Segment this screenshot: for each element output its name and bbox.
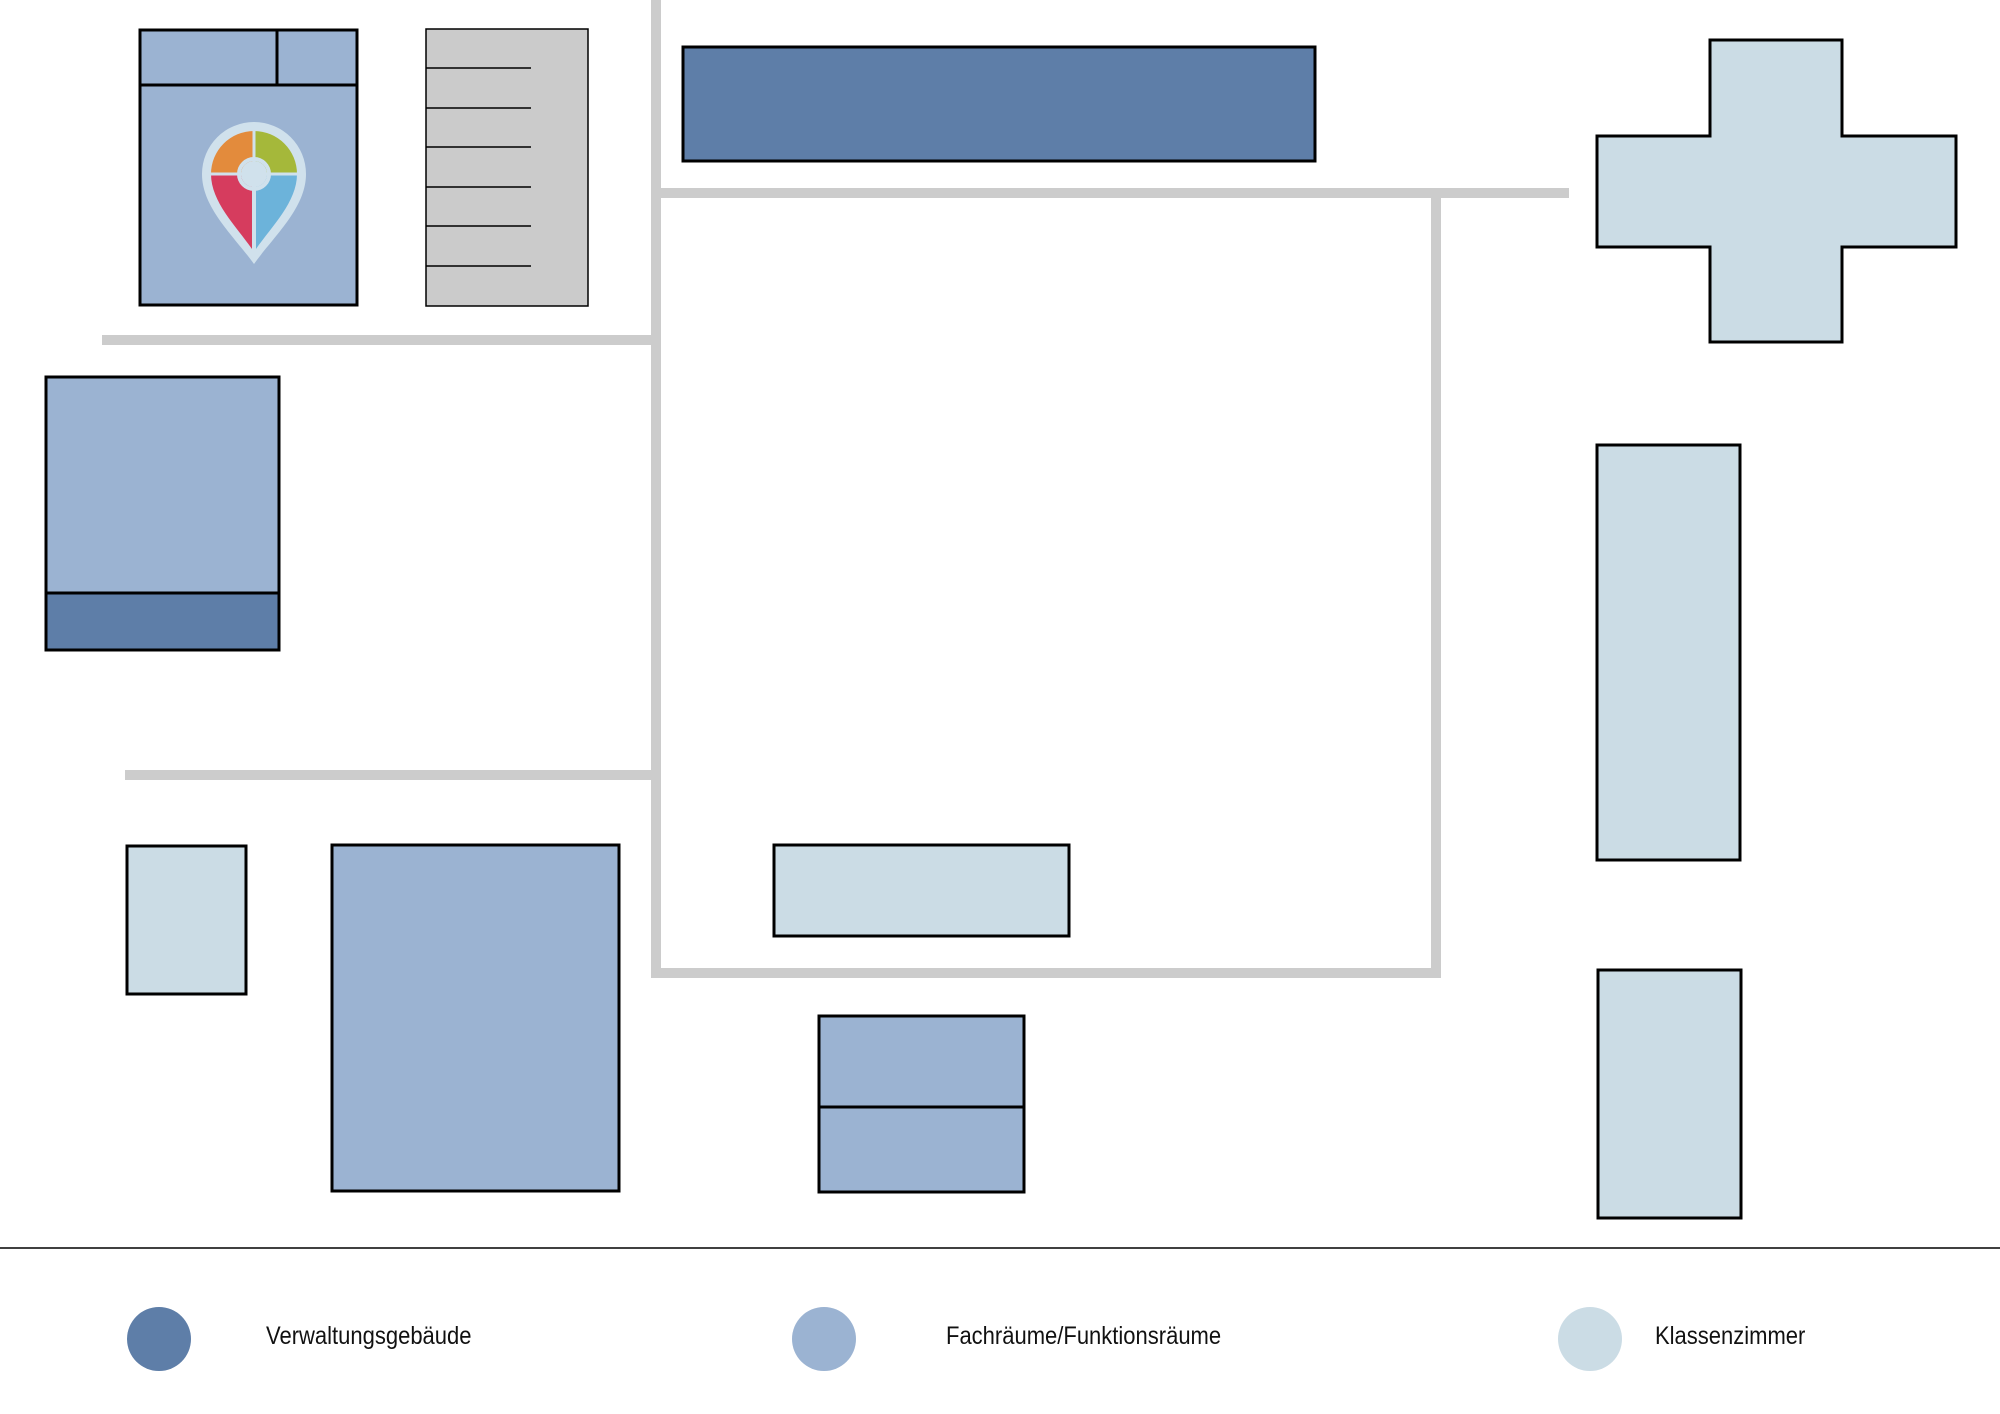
building-special-large[interactable] [330,843,621,1193]
building-classroom-bottom-right[interactable] [1596,968,1743,1220]
building-classroom-courtyard[interactable] [772,843,1071,938]
legend-swatch-classrooms-icon [1558,1307,1622,1371]
legend-label-administration: Verwaltungsgebäude [266,1322,472,1350]
building-administration-top[interactable] [681,45,1317,163]
building-classroom-small-left[interactable] [125,844,248,996]
building-classroom-cross[interactable] [1595,38,1958,344]
legend-label-classrooms: Klassenzimmer [1655,1322,1806,1350]
paths [102,0,1569,978]
legend-swatch-administration-icon [127,1307,191,1371]
building-special-bottom-center[interactable] [817,1014,1026,1194]
stairs-block [425,28,589,307]
building-classroom-right-tall[interactable] [1595,443,1742,862]
building-special-admin-left[interactable] [44,375,281,652]
legend-label-special-rooms: Fachräume/Funktionsräume [946,1322,1222,1350]
legend-swatch-special-rooms-icon [792,1307,856,1371]
location-pin-icon [202,122,306,264]
